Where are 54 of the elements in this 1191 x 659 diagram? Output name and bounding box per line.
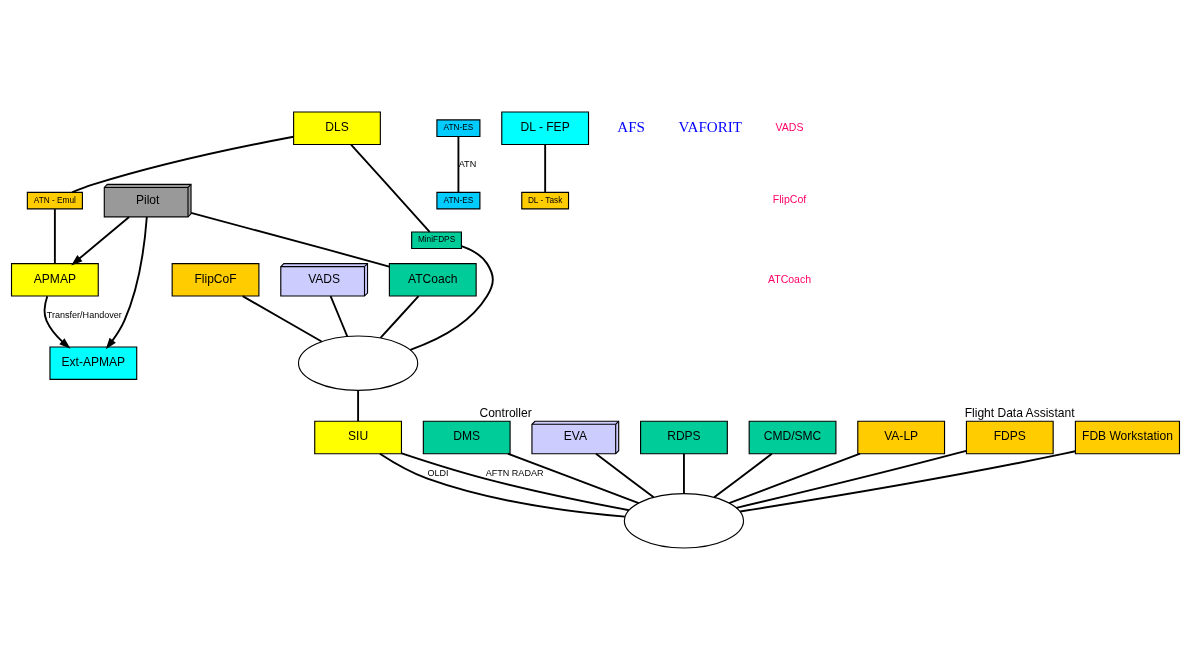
connector (357, 388, 360, 422)
connector (329, 294, 349, 337)
label: VAFORIT (678, 118, 743, 135)
node-label: Controller (479, 405, 532, 420)
connector (713, 452, 773, 498)
connector (457, 135, 460, 193)
arrow (71, 215, 131, 265)
connector (378, 452, 626, 518)
node-box: ATN-ES (436, 191, 481, 209)
node-box: FDB Workstation (1074, 420, 1181, 454)
connector (506, 452, 640, 504)
edge-label: Transfer/Handover (46, 309, 122, 320)
connector (400, 451, 630, 511)
label: AFS (617, 118, 645, 135)
node-label: Flight Data Assistant (964, 405, 1075, 420)
node-box: DL - Task (521, 191, 570, 209)
node-box: SIU (314, 420, 403, 454)
node-ellipse (297, 334, 419, 391)
node-box: CMD/SMC (748, 420, 837, 454)
connector (735, 449, 968, 509)
node-box: ATN - Emul (26, 191, 83, 209)
connector (544, 143, 547, 193)
node-box: RDPS (640, 420, 728, 454)
node-box: DLS (293, 110, 381, 145)
node-box: FlipCoF (171, 262, 260, 297)
node-ellipse (623, 492, 745, 549)
node-box: APMAP (10, 262, 99, 297)
connector (190, 211, 391, 268)
connector (71, 135, 295, 193)
connector (683, 452, 685, 495)
connector (739, 449, 1077, 512)
connector (53, 207, 56, 264)
connector (241, 294, 323, 342)
node-box: MiniFDPS (411, 230, 462, 249)
connector (350, 143, 431, 233)
node-box: ATCoach (388, 262, 477, 297)
connector (595, 452, 655, 498)
node-box: DMS (422, 420, 511, 454)
label: FlipCof (772, 192, 807, 205)
edge-label: AFTN RADAR (485, 467, 544, 478)
connector (409, 244, 494, 351)
edge-label: OLDI (427, 467, 449, 478)
arrow (43, 294, 71, 349)
arrow (105, 215, 148, 349)
node-box: Ext-APMAP (49, 345, 138, 380)
node-box: ATN-ES (436, 118, 481, 137)
connector (728, 452, 861, 504)
label: ATCoach (767, 272, 812, 285)
node-box: VA-LP (857, 420, 946, 454)
node-box: FDPS (965, 420, 1054, 454)
node-box: DL - FEP (501, 110, 590, 145)
connector (379, 294, 420, 339)
edge-label: ATN (458, 158, 477, 169)
label: VADS (775, 120, 804, 133)
